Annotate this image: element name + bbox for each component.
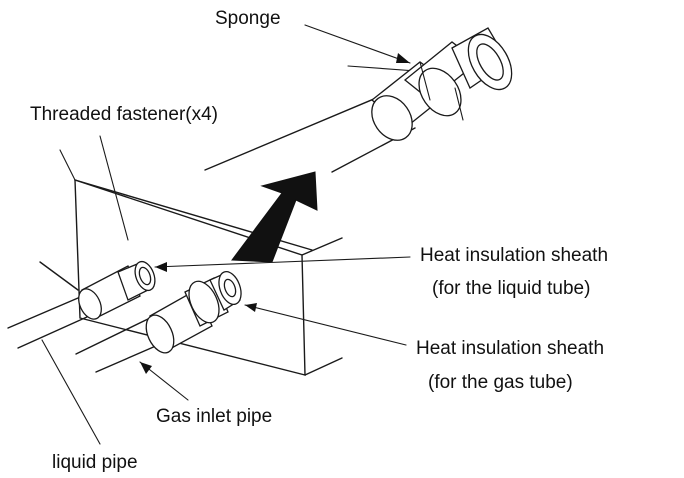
label-gas-inlet-pipe: Gas inlet pipe	[156, 406, 273, 427]
upper-fitting	[370, 27, 513, 141]
label-gas-sheath-2: (for the gas tube)	[428, 372, 573, 393]
liquid-pipe-assembly	[7, 260, 156, 349]
sponge-leader	[304, 24, 411, 64]
gas-sheath-leader	[244, 304, 407, 346]
liquid-sheath-leader	[154, 256, 411, 268]
direction-arrow	[231, 171, 318, 263]
label-liquid-sheath-2: (for the liquid tube)	[432, 278, 591, 299]
label-threaded-fastener: Threaded fastener(x4)	[30, 104, 218, 125]
leader-lines	[41, 24, 411, 445]
gas-pipe-assembly	[75, 271, 242, 373]
fastener-leader-2	[59, 149, 76, 181]
gas-fitting	[145, 271, 242, 354]
label-sponge: Sponge	[215, 8, 281, 29]
liquid-pipe-leader	[41, 339, 101, 445]
label-liquid-pipe: liquid pipe	[52, 452, 138, 473]
label-gas-sheath-1: Heat insulation sheath	[416, 338, 605, 359]
label-liquid-sheath-1: Heat insulation sheath	[420, 245, 609, 266]
fastener-leader-1	[99, 135, 129, 241]
upper-pipe-assembly	[204, 27, 513, 173]
liquid-fitting	[78, 260, 156, 320]
